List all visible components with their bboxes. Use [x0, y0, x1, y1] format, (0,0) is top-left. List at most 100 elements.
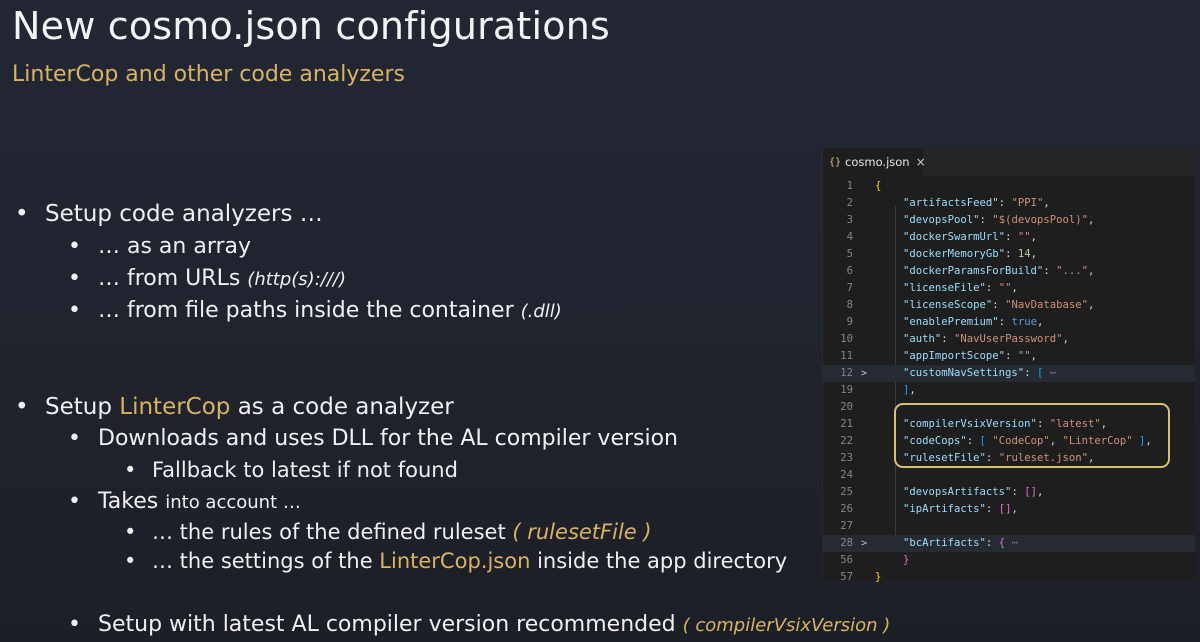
bullet-dot: • [124, 549, 137, 573]
code-line: 25"devopsArtifacts": [], [823, 484, 1195, 501]
json-value: [] [1024, 486, 1037, 498]
bullet-dot: • [68, 489, 81, 514]
bullet-text-small: into account … [165, 492, 301, 513]
bullet-text: Takes [98, 489, 166, 514]
bullet-dot: • [15, 201, 29, 227]
json-key: "artifactsFeed" [903, 197, 999, 209]
line-number: 20 [840, 401, 853, 413]
json-value: "$(devopsPool)" [992, 214, 1088, 226]
highlight-box [894, 403, 1170, 468]
bullet-text: Setup with latest AL compiler version re… [98, 612, 683, 637]
tab-cosmo-json[interactable]: {} cosmo.json × [823, 148, 926, 176]
bullet-from-file-paths: • … from file paths inside the container… [68, 298, 562, 323]
bullet-emphasis: ( rulesetFile ) [512, 520, 652, 544]
line-number: 21 [840, 418, 853, 430]
bullet-from-urls: • … from URLs (http(s):///) [68, 266, 346, 291]
line-number: 26 [840, 503, 853, 515]
line-number: 9 [846, 316, 853, 328]
code-line: 11"appImportScope": "", [823, 348, 1195, 365]
bullet-settings-lintercop-json: • … the settings of the LinterCop.json i… [124, 549, 788, 573]
bullet-text: Downloads and uses DLL for the AL compil… [98, 426, 679, 451]
bullet-dot: • [68, 266, 81, 291]
json-value: 14 [1017, 248, 1031, 260]
json-key: "codeCops" [903, 435, 967, 447]
line-number: 22 [840, 435, 853, 447]
fold-chevron-icon[interactable]: > [861, 368, 868, 379]
json-key: "licenseScope" [903, 299, 993, 311]
line-number: 23 [840, 452, 853, 464]
bullet-dot: • [68, 426, 81, 451]
bullet-dot: • [15, 394, 29, 420]
json-key: "dockerSwarmUrl" [903, 231, 1006, 243]
line-number: 5 [846, 248, 853, 260]
json-key: "rulesetFile" [903, 452, 986, 464]
json-value: "" [1017, 231, 1031, 243]
bullet-fallback-latest: • Fallback to latest if not found [124, 458, 458, 482]
lintercop-json-highlight: LinterCop.json [379, 549, 531, 573]
lintercop-highlight: LinterCop [119, 394, 231, 420]
bullet-dot: • [68, 234, 81, 259]
folded-ellipsis-icon[interactable]: ⋯ [1011, 537, 1018, 549]
code-line: 1{ [823, 178, 1195, 195]
json-value: "PPI" [1011, 197, 1044, 209]
code-line: 3"devopsPool": "$(devopsPool)", [823, 212, 1195, 229]
json-brace: } [875, 571, 882, 583]
bullet-setup-analyzers: • Setup code analyzers … [15, 201, 323, 227]
code-editor: {} cosmo.json × 1{ 2"artifactsFeed": "PP… [822, 148, 1195, 583]
json-file-icon: {} [829, 156, 842, 168]
bullet-as-array: • … as an array [68, 234, 251, 259]
json-value: "" [998, 282, 1012, 294]
json-bracket: ] [903, 384, 910, 396]
folded-ellipsis-icon[interactable]: ⋯ [1049, 367, 1057, 379]
json-value: "..." [1056, 265, 1088, 277]
code-line: 7"licenseFile": "", [823, 280, 1195, 297]
line-number: 12 [840, 367, 853, 379]
code-line: 20 [823, 399, 1195, 416]
bullet-latest-compiler: • Setup with latest AL compiler version … [68, 612, 890, 637]
line-number: 25 [840, 486, 853, 498]
editor-tab-bar: {} cosmo.json × [823, 148, 1195, 176]
bullet-emphasis: (http(s):///) [247, 269, 346, 290]
json-key: "ipArtifacts" [903, 503, 986, 515]
bullet-dot: • [124, 520, 137, 544]
bullet-rules-ruleset: • … the rules of the defined ruleset ( r… [124, 520, 652, 544]
json-value: "" [1017, 350, 1031, 362]
slide-title: New cosmo.json configurations [12, 4, 611, 48]
json-key: "compilerVsixVersion" [903, 418, 1037, 430]
json-value: [ [1036, 367, 1044, 379]
bullet-dot: • [124, 458, 137, 482]
bullet-text: Setup [45, 394, 120, 420]
json-value: "ruleset.json" [998, 452, 1088, 464]
line-number: 57 [840, 571, 853, 583]
bullet-text: … the settings of the [152, 549, 380, 573]
code-line: 21"compilerVsixVersion": "latest", [823, 416, 1195, 433]
code-line: 27 [823, 518, 1195, 535]
code-line: 9"enablePremium": true, [823, 314, 1195, 331]
json-value: "NavDatabase" [1005, 299, 1088, 311]
json-key: "licenseFile" [903, 282, 986, 294]
code-line: 6"dockerParamsForBuild": "...", [823, 263, 1195, 280]
bullet-text: … from URLs [98, 266, 248, 291]
line-number: 6 [846, 265, 853, 277]
bullet-text-rest: inside the app directory [530, 549, 788, 573]
line-number: 28 [840, 537, 853, 549]
bullet-downloads-dll: • Downloads and uses DLL for the AL comp… [68, 426, 679, 451]
code-line-folded: 12>"customNavSettings": [ ⋯ [823, 365, 1195, 382]
code-line: 24 [823, 467, 1195, 484]
json-key: "devopsArtifacts" [903, 486, 1012, 498]
bullet-list: • Setup code analyzers … • … as an array… [15, 201, 890, 637]
fold-chevron-icon[interactable]: > [861, 538, 868, 549]
code-line: 4"dockerSwarmUrl": "", [823, 229, 1195, 246]
bullet-dot: • [68, 612, 81, 637]
json-key: "dockerParamsForBuild" [903, 265, 1044, 277]
bullet-text: … the rules of the defined ruleset [152, 520, 513, 544]
bullet-text: … from file paths inside the container [98, 298, 521, 323]
json-key: "appImportScope" [903, 350, 1006, 362]
json-value: [] [998, 503, 1012, 515]
code-line: 2"artifactsFeed": "PPI", [823, 195, 1195, 212]
json-value: "NavUserPassword" [954, 333, 1063, 345]
json-brace: } [903, 554, 910, 566]
close-icon[interactable]: × [915, 155, 926, 169]
line-number: 27 [840, 520, 853, 532]
line-number: 19 [840, 384, 853, 396]
